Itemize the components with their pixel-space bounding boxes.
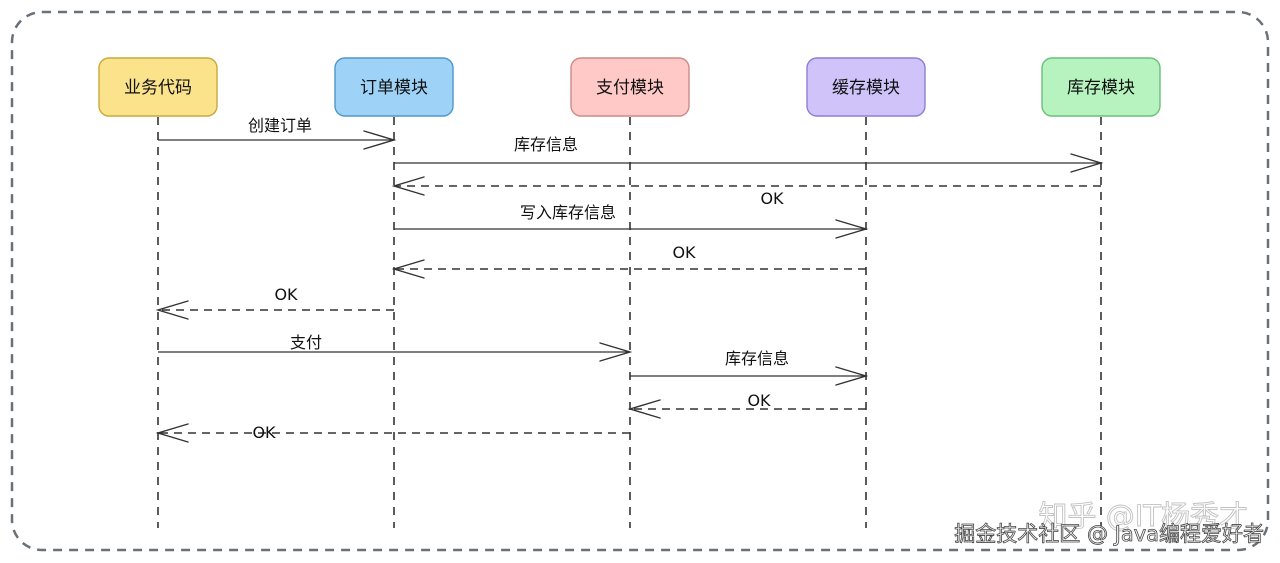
message-5: OK (391, 243, 866, 279)
participant-label-stock: 库存模块 (1067, 78, 1135, 98)
participant-label-biz: 业务代码 (124, 78, 192, 98)
message-7: 支付 (158, 333, 633, 362)
message-label: OK (274, 285, 298, 304)
message-1: 创建订单 (158, 116, 397, 150)
participant-label-pay: 支付模块 (596, 78, 664, 98)
arrowhead-icon (599, 342, 633, 362)
participant-box-order (334, 57, 454, 117)
watermark: 知乎 @IT杨秀才 掘金技术社区 @ Java编程爱好者 (954, 499, 1265, 547)
arrowhead-icon (155, 423, 189, 443)
participant-label-order: 订单模块 (360, 78, 428, 98)
lifelines (157, 117, 1102, 528)
participant-box-stock (1041, 57, 1161, 117)
arrowhead-icon (1070, 153, 1104, 173)
arrowhead-icon (391, 176, 425, 196)
message-label: 库存信息 (514, 135, 578, 154)
message-label: 创建订单 (248, 116, 312, 135)
participant-stock: 库存模块 (1041, 57, 1161, 117)
participant-label-cache: 缓存模块 (832, 78, 900, 98)
message-2: 库存信息 (394, 135, 1104, 173)
message-label: OK (760, 189, 784, 208)
arrowhead-icon (363, 130, 397, 150)
participant-biz: 业务代码 (98, 57, 218, 117)
participants: 业务代码 订单模块 支付模块 缓存模块 库存模块 (98, 57, 1161, 117)
arrowhead-icon (391, 259, 425, 279)
message-3: OK (391, 176, 1101, 208)
message-label: OK (747, 391, 771, 410)
message-4: 写入库存信息 (394, 203, 869, 239)
arrowhead-icon (155, 300, 189, 320)
watermark-line-1: 知乎 @IT杨秀才 (1039, 499, 1249, 533)
message-label: 写入库存信息 (520, 203, 616, 222)
message-6: OK (155, 285, 394, 320)
message-label: OK (252, 423, 276, 442)
message-label: 库存信息 (725, 349, 789, 368)
diagram-frame (10, 10, 1270, 552)
watermark-line-2: 掘金技术社区 @ Java编程爱好者 (954, 522, 1264, 546)
arrowhead-icon (835, 219, 869, 239)
message-label: 支付 (290, 333, 322, 352)
participant-order: 订单模块 (334, 57, 454, 117)
participant-cache: 缓存模块 (806, 57, 926, 117)
arrowhead-icon (627, 399, 661, 419)
participant-box-pay (570, 57, 690, 117)
arrowhead-icon (835, 366, 869, 386)
message-10: OK (155, 423, 630, 443)
message-label: OK (672, 243, 696, 262)
message-8: 库存信息 (630, 349, 869, 386)
participant-box-cache (806, 57, 926, 117)
participant-pay: 支付模块 (570, 57, 690, 117)
message-9: OK (627, 391, 866, 419)
participant-box-biz (98, 57, 218, 117)
